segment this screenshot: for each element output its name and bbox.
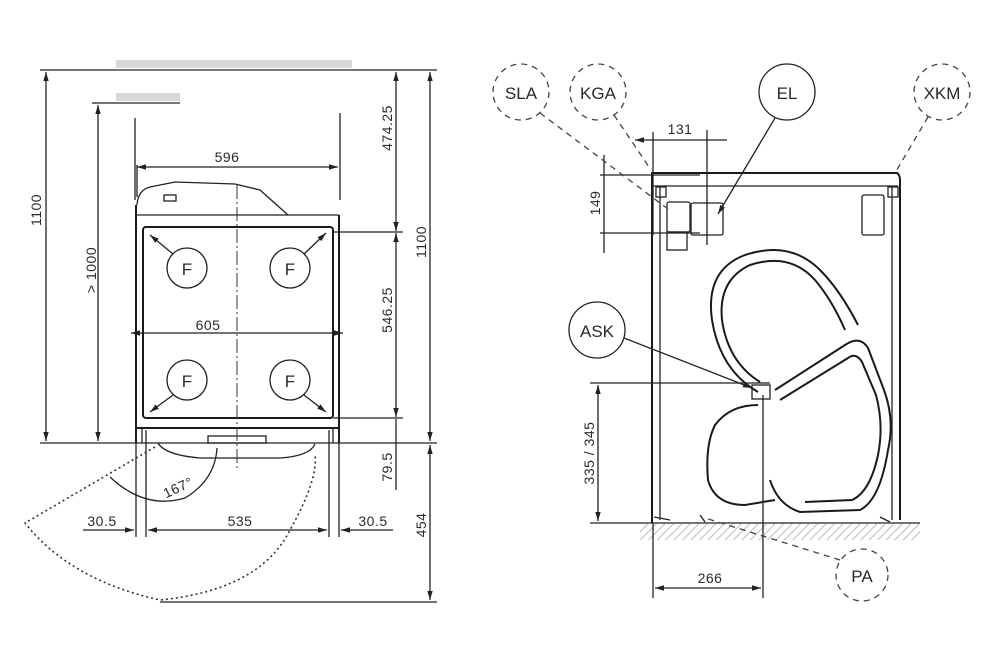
callout-el: EL — [717, 63, 816, 215]
dim-door-offset: 79.5 — [379, 452, 395, 481]
svg-text:F: F — [182, 372, 192, 391]
fixing-point-callout: F — [149, 234, 208, 289]
svg-text:EL: EL — [777, 84, 798, 103]
floor-hatch — [640, 524, 920, 540]
callout-sla: SLA — [492, 63, 673, 213]
dim-outlet-height: 335 / 345 — [581, 422, 597, 485]
door-angle: 167° — [160, 474, 195, 502]
fixing-point-callout: F — [269, 359, 327, 413]
front-view: 1100 > 1000 474.25 546.25 1100 79.5 454 … — [23, 60, 437, 603]
xkm-connector — [861, 194, 885, 236]
svg-text:F: F — [285, 372, 295, 391]
fixing-point-callout: F — [149, 359, 208, 413]
svg-text:XKM: XKM — [924, 84, 961, 103]
callout-pa: PA — [704, 517, 889, 602]
svg-text:F: F — [182, 260, 192, 279]
ceiling-marker — [116, 60, 352, 68]
dim-door-swing: 454 — [413, 513, 429, 538]
svg-text:PA: PA — [851, 567, 873, 586]
svg-text:KGA: KGA — [580, 84, 617, 103]
door-swing-arc — [23, 446, 317, 601]
washer-side — [651, 172, 901, 523]
dim-connection-height: 149 — [587, 191, 603, 216]
dim-height-left: 1100 — [28, 194, 44, 226]
dim-inner-width: 535 — [228, 513, 253, 529]
door-angle-arc — [109, 447, 218, 502]
callout-ask: ASK — [568, 301, 753, 389]
kga-connector — [666, 201, 691, 233]
dim-margin-left: 30.5 — [87, 513, 116, 529]
dim-width-body: 605 — [196, 317, 221, 333]
callout-xkm: XKM — [894, 63, 971, 174]
min-ceiling-marker — [116, 93, 180, 101]
washer-front — [135, 165, 340, 470]
dim-connection-width: 131 — [668, 121, 693, 137]
fixing-point-callout: F — [269, 232, 327, 289]
dim-margin-right: 30.5 — [358, 513, 387, 529]
callout-kga: KGA — [569, 63, 652, 171]
svg-text:SLA: SLA — [505, 84, 538, 103]
dim-width-top: 596 — [215, 149, 240, 165]
svg-text:ASK: ASK — [580, 322, 615, 341]
dim-middle: 546.25 — [379, 287, 395, 333]
dim-height-right: 1100 — [413, 226, 429, 258]
dim-min-ceiling: > 1000 — [83, 247, 99, 293]
dim-upper: 474.25 — [379, 105, 395, 151]
side-view: 131 149 335 / 345 266 SLA KGA EL — [492, 63, 971, 602]
svg-text:F: F — [285, 260, 295, 279]
dim-outlet-distance: 266 — [698, 570, 723, 586]
